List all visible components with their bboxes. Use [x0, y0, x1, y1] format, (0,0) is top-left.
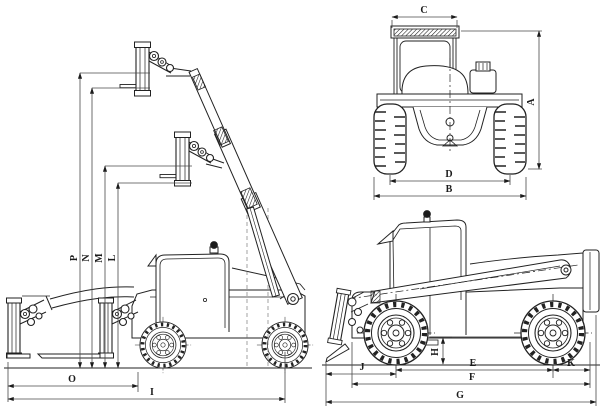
right-tyre-front-view: [493, 103, 527, 175]
fork-carriage-transport: [325, 287, 369, 364]
fork-carriage-mid-lift: [159, 131, 215, 187]
dim-label-b: B: [446, 184, 453, 195]
boom-pivot-transport: [560, 264, 572, 276]
dim-A: [461, 30, 542, 170]
dim-label-n: N: [81, 254, 92, 262]
dim-label-e: E: [470, 358, 477, 369]
dim-label-a: A: [526, 98, 537, 106]
dim-label-o: O: [68, 374, 76, 385]
dim-label-d: D: [445, 169, 452, 180]
fork-tine-forward: [6, 353, 31, 359]
dim-label-g: G: [456, 390, 464, 401]
dim-label-m: M: [94, 253, 105, 263]
dims-reach: [7, 352, 286, 403]
boom-lowered: [22, 286, 135, 311]
left-tyre-front-view: [373, 103, 407, 175]
dim-label-f: F: [469, 372, 475, 383]
fork-tine-ground: [36, 353, 101, 359]
beacon-icon: [209, 241, 219, 254]
dim-label-l: L: [107, 254, 118, 261]
rear-counterweight: [469, 249, 600, 313]
cab-left: [147, 241, 230, 332]
beacon-transport-icon: [423, 210, 431, 223]
fork-carriage-forward-reach: [5, 297, 47, 359]
engine-cover-front: [401, 61, 497, 95]
dim-label-c: C: [420, 5, 427, 16]
side-view-raised: P N M L O I: [4, 41, 315, 403]
side-view-transport: H J E K F G: [322, 210, 600, 406]
dim-label-k: K: [567, 358, 575, 369]
dims-wheelbase: [325, 315, 597, 406]
fork-tine-transport: [325, 343, 350, 364]
dim-H: [429, 336, 452, 365]
dim-label-i: I: [150, 387, 154, 398]
boom-transport: [347, 259, 579, 304]
dim-label-p: P: [69, 255, 80, 261]
front-view: C A D B: [373, 5, 542, 200]
dim-C: [391, 14, 458, 28]
dim-D: [389, 175, 511, 185]
dim-label-j: J: [360, 362, 365, 373]
dim-label-h: H: [430, 348, 441, 356]
boom-pivot: [287, 293, 299, 305]
lift-cylinder: [245, 206, 281, 298]
dims-lift-height: [77, 72, 192, 369]
dim-B: [373, 177, 527, 200]
